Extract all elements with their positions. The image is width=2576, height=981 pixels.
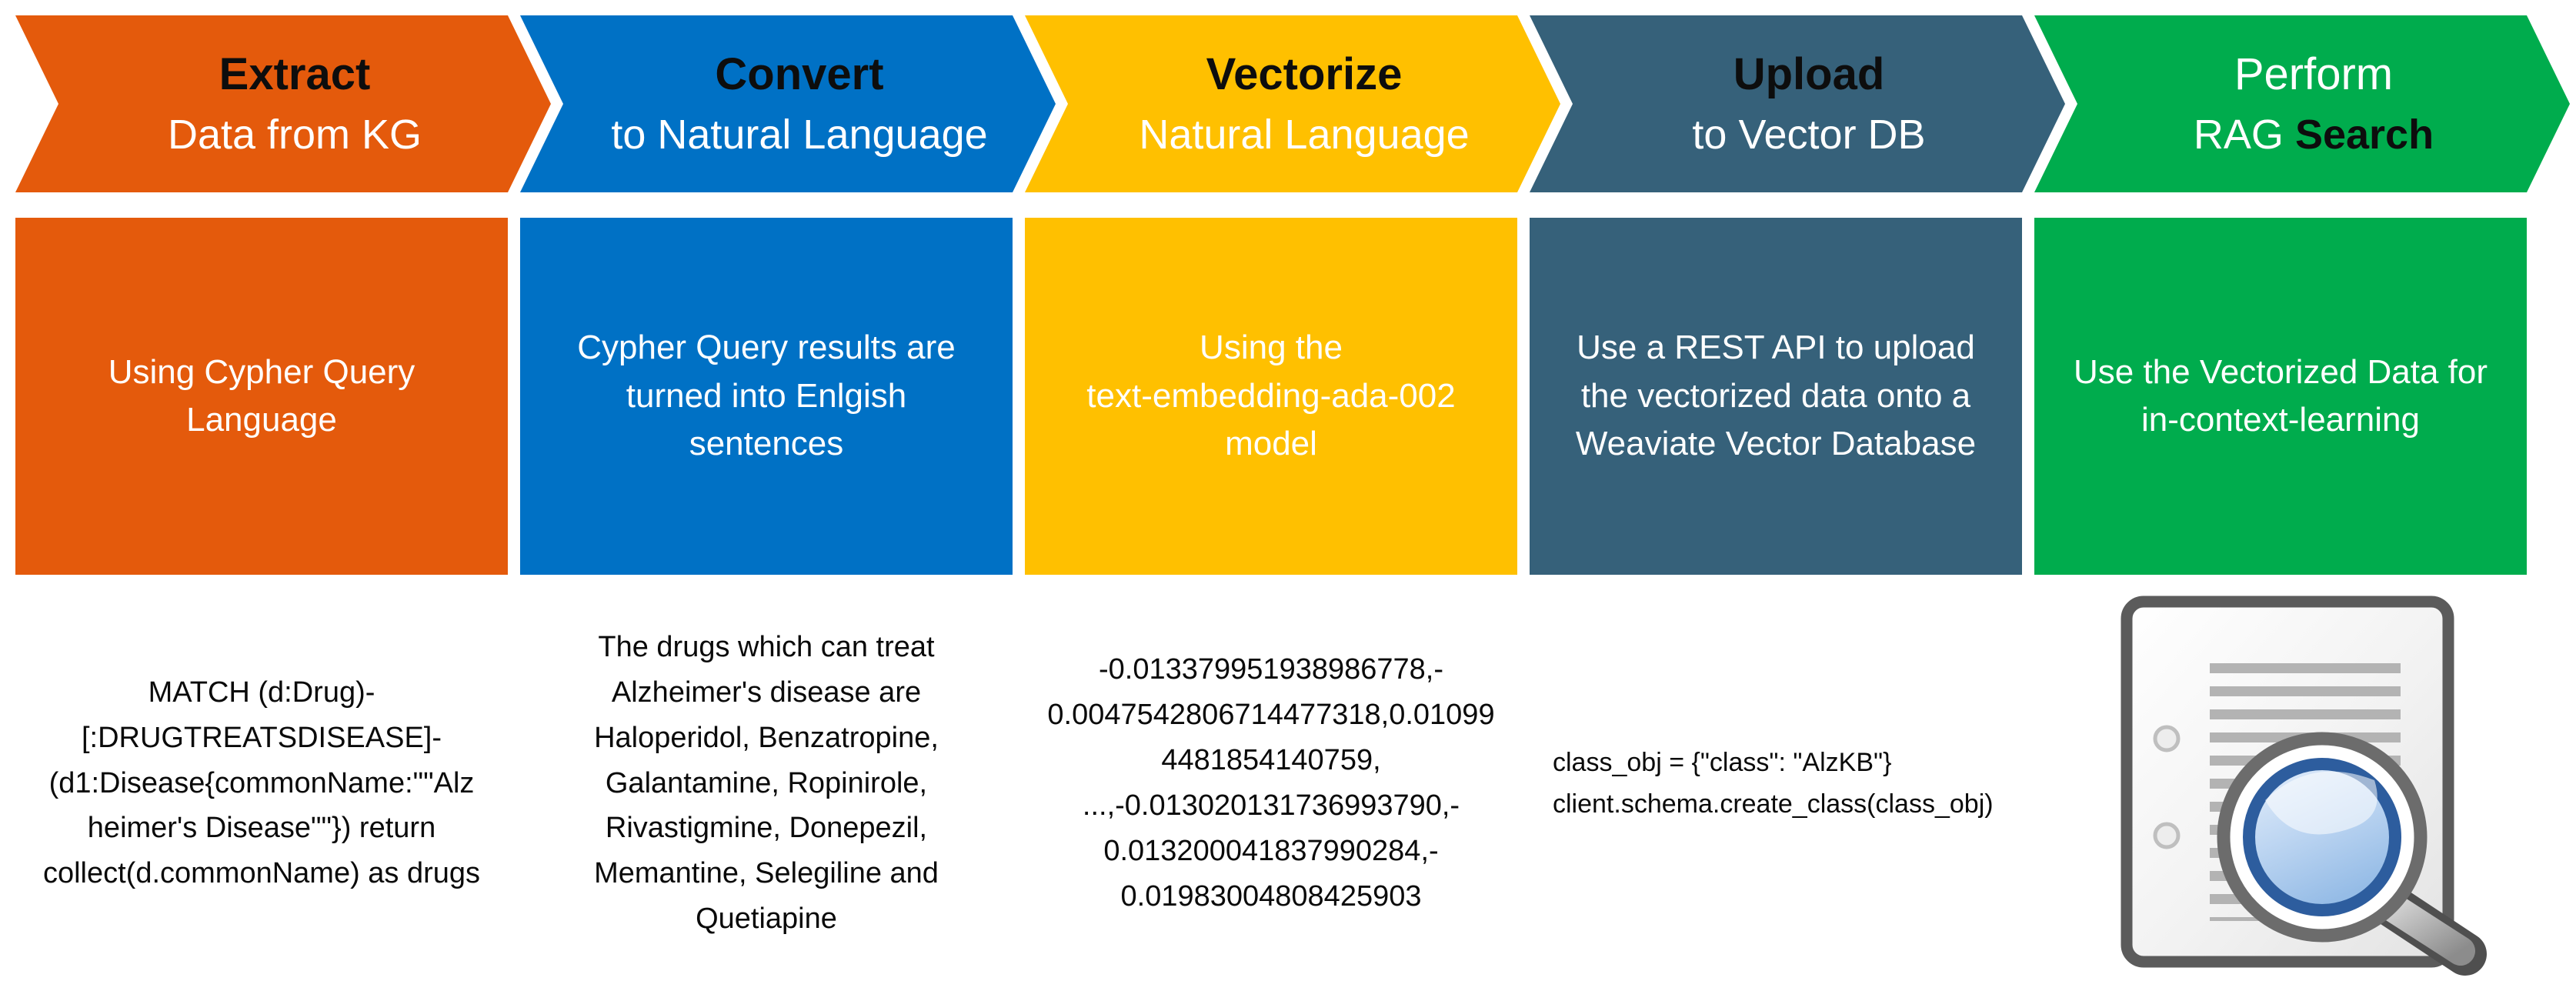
step-subtitle: Data from KG xyxy=(167,112,422,158)
step-subtitle-bold: Search xyxy=(2294,112,2434,158)
step-box-upload: Use a REST API to upload the vectorized … xyxy=(1530,218,2022,575)
step-box-vectorize: Using the text-embedding-ada-002 model xyxy=(1025,218,1517,575)
step-subtitle-prefix: RAG xyxy=(2193,112,2295,158)
step-chevron-upload: Upload to Vector DB xyxy=(1530,15,2065,192)
example-embedding-vector: -0.013379951938986778,- 0.00475428067144… xyxy=(1047,653,1495,913)
step-box-extract: Using Cypher Query Language xyxy=(15,218,508,575)
step-title: Convert xyxy=(715,48,884,99)
document-search-icon xyxy=(2117,594,2506,977)
example-weaviate-code: class_obj = {"class": "AlzKB"} client.sc… xyxy=(1553,747,1994,819)
step-subtitle: to Natural Language xyxy=(611,112,988,158)
step-chevron-extract: Extract Data from KG xyxy=(15,15,551,192)
example-english-sentence: The drugs which can treat Alzheimer's di… xyxy=(594,630,939,936)
step-box-rag-search: Use the Vectorized Data for in-context-l… xyxy=(2034,218,2527,575)
step-chevron-convert: Convert to Natural Language xyxy=(520,15,1056,192)
example-cypher-query: MATCH (d:Drug)- [:DRUGTREATSDISEASE]- (d… xyxy=(42,676,481,890)
step-title: Extract xyxy=(219,48,371,99)
step-subtitle: Natural Language xyxy=(1139,112,1470,158)
step-box-convert: Cypher Query results are turned into Enl… xyxy=(520,218,1013,575)
step-chevron-rag-search: Perform RAG Search xyxy=(2034,15,2570,192)
step-subtitle: RAG Search xyxy=(2194,111,2434,158)
step-chevron-vectorize: Vectorize Natural Language xyxy=(1025,15,1560,192)
step-title: Vectorize xyxy=(1206,48,1403,99)
step-title: Perform xyxy=(2234,48,2394,99)
step-title: Upload xyxy=(1733,48,1885,99)
step-subtitle: to Vector DB xyxy=(1692,112,1926,158)
